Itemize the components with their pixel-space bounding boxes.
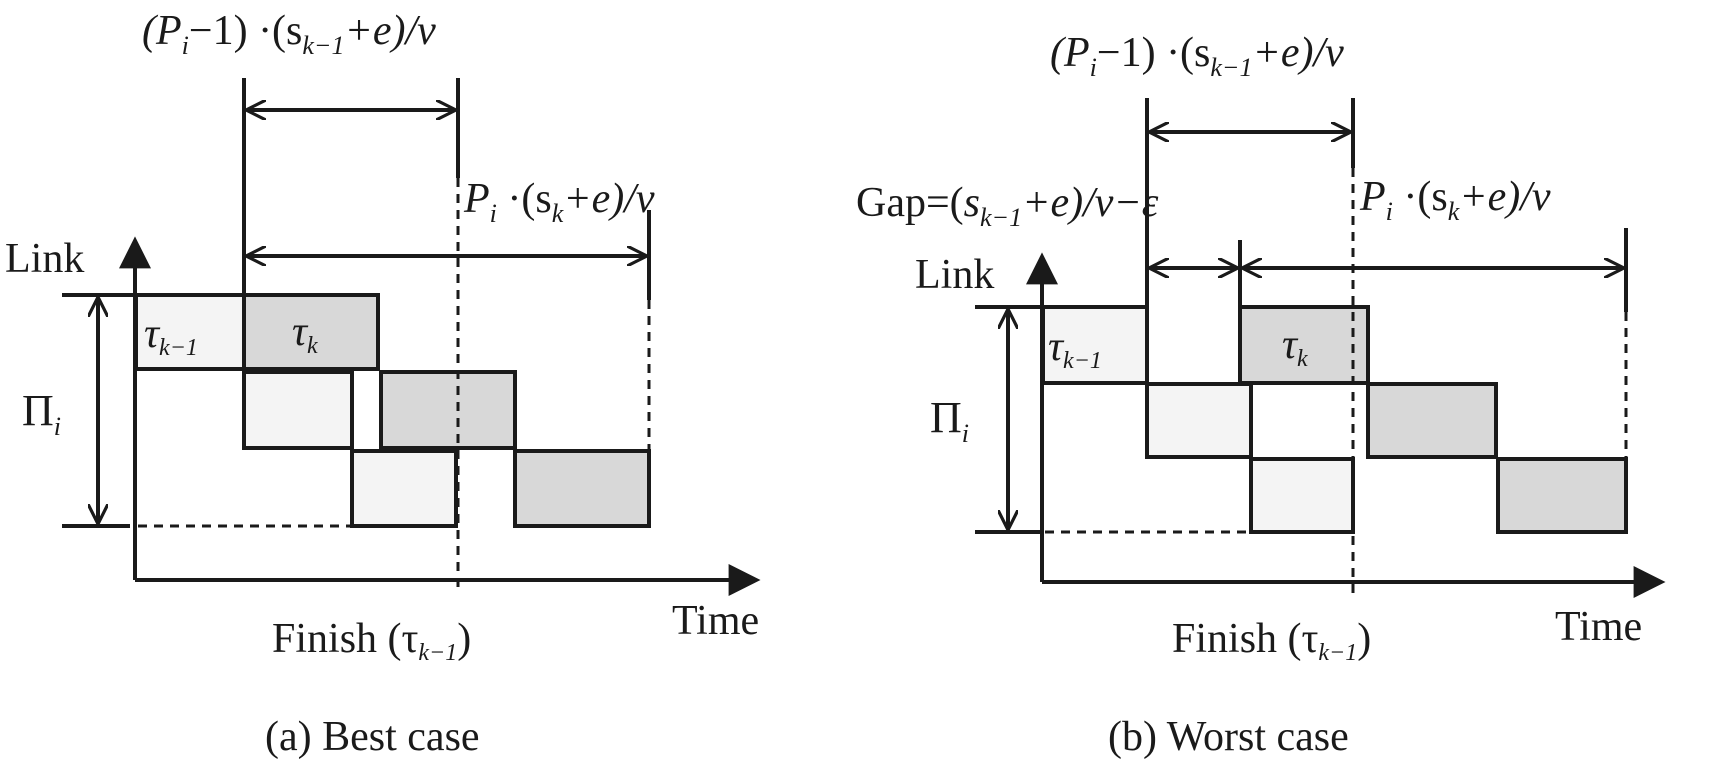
packet-a-cur-3 (513, 449, 651, 528)
finish-label-a: Finish (τk−1) (272, 616, 471, 666)
formula-prev-a: (Pi−1) ·(sk−1+e)/v (142, 8, 436, 60)
tau-k-label-b: τk (1282, 322, 1308, 372)
packet-a-prev-2 (242, 370, 354, 450)
pi-label-b: Πi (930, 393, 969, 448)
link-label-b: Link (915, 252, 994, 298)
packet-b-prev-3 (1249, 457, 1355, 534)
finish-label-b: Finish (τk−1) (1172, 616, 1371, 666)
formula-cur-b: Pi ·(sk+e)/v (1359, 174, 1551, 226)
packet-b-cur-1 (1238, 305, 1370, 385)
panel-best-case: Link Time Πi τk−1 τk (Pi−1) ·(sk−1+e)/v … (5, 8, 761, 760)
tau-k-label-a: τk (292, 309, 318, 359)
tau-km1-label-b: τk−1 (1048, 324, 1102, 374)
packet-a-cur-2 (379, 370, 517, 450)
formula-cur-a: Pi ·(sk+e)/v (463, 176, 655, 228)
time-label-a: Time (672, 598, 759, 644)
packet-a-cur-1 (242, 293, 380, 371)
packet-b-prev-2 (1145, 382, 1253, 459)
gap-formula-b: Gap=(sk−1+e)/v−ε (856, 180, 1159, 232)
time-label-b: Time (1555, 604, 1642, 650)
tau-km1-label-a: τk−1 (144, 311, 198, 361)
packet-b-cur-3 (1496, 457, 1628, 534)
caption-a: (a) Best case (265, 714, 480, 760)
pi-label-a: Πi (22, 386, 61, 441)
packet-b-cur-2 (1366, 382, 1498, 459)
formula-prev-b: (Pi−1) ·(sk−1+e)/v (1050, 30, 1344, 82)
caption-b: (b) Worst case (1108, 714, 1349, 760)
packet-b-prev-1 (1041, 305, 1149, 385)
packet-a-prev-3 (350, 449, 458, 528)
link-label-a: Link (5, 236, 84, 282)
panel-worst-case: Link Time Πi τk−1 τk (Pi−1) ·(sk−1+e)/v (856, 30, 1666, 760)
